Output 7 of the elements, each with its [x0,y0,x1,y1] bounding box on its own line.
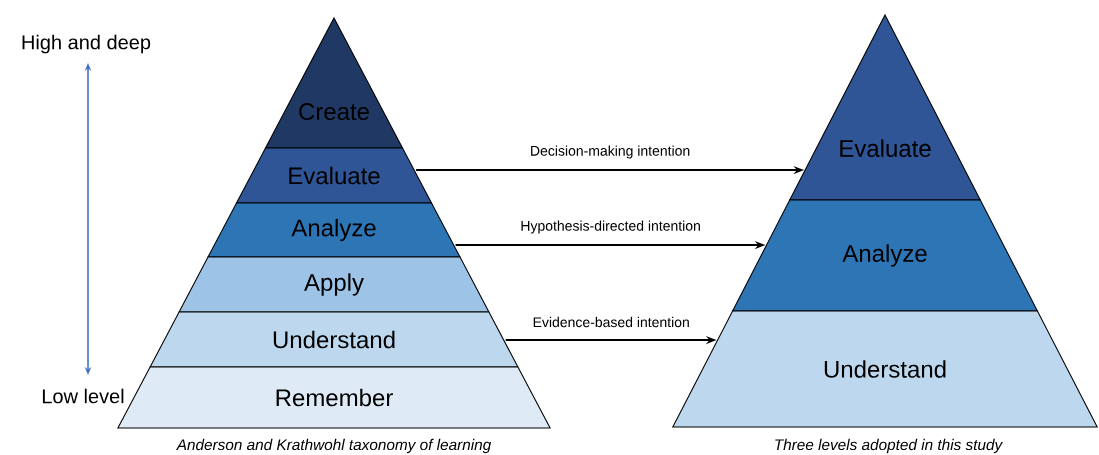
pyramid-level: Evaluate [235,147,433,204]
pyramid-level: Analyze [207,202,461,258]
pyramid-level: Apply [178,256,490,313]
axis-label: High and deep [22,34,151,54]
pyramid-level: Understand [149,311,519,368]
edge-label: Decision-making intention [528,144,692,160]
edge-label: Hypothesis-directed intention [519,219,703,235]
